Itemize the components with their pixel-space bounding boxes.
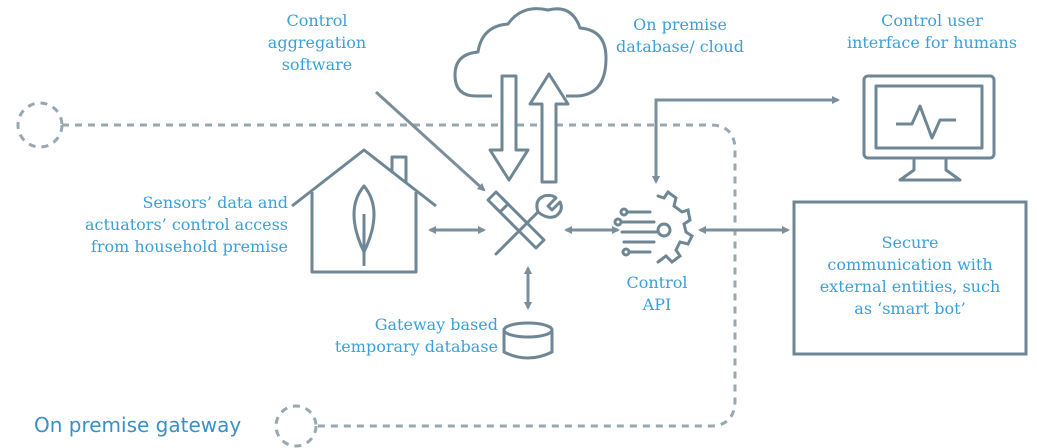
gateway-boundary-start-node [16,101,64,149]
gateway-database-label: Gateway based temporary database [334,315,498,356]
control-ui-label: Control user interface for humans [846,11,1018,52]
house-icon [291,148,437,274]
cloud-download-arrow [488,74,530,182]
secure-communication-box [792,200,1028,356]
on-premise-cloud-label: On premise database/ cloud [616,15,744,56]
api-chip-icon [613,189,694,264]
control-api-label: Control API [626,273,688,314]
gateway-boundary-end-node [274,404,318,448]
api-monitor-arrow [652,96,840,184]
leaf-icon [352,184,376,266]
gateway-boundary [16,101,737,448]
on-premise-gateway-label: On premise gateway [34,413,242,437]
tools-icon [486,190,563,256]
cloud-upload-arrow [528,72,570,184]
secure-communication-label: Secure communication with external entit… [819,233,1001,318]
control-aggregation-label: Control aggregation software [267,11,367,74]
monitor-icon [862,74,996,182]
aggregation-pointer-arrow [374,90,486,192]
cloud-icon [453,7,608,98]
database-icon [502,321,554,360]
sensors-access-label: Sensors’ data and actuators’ control acc… [84,193,288,256]
